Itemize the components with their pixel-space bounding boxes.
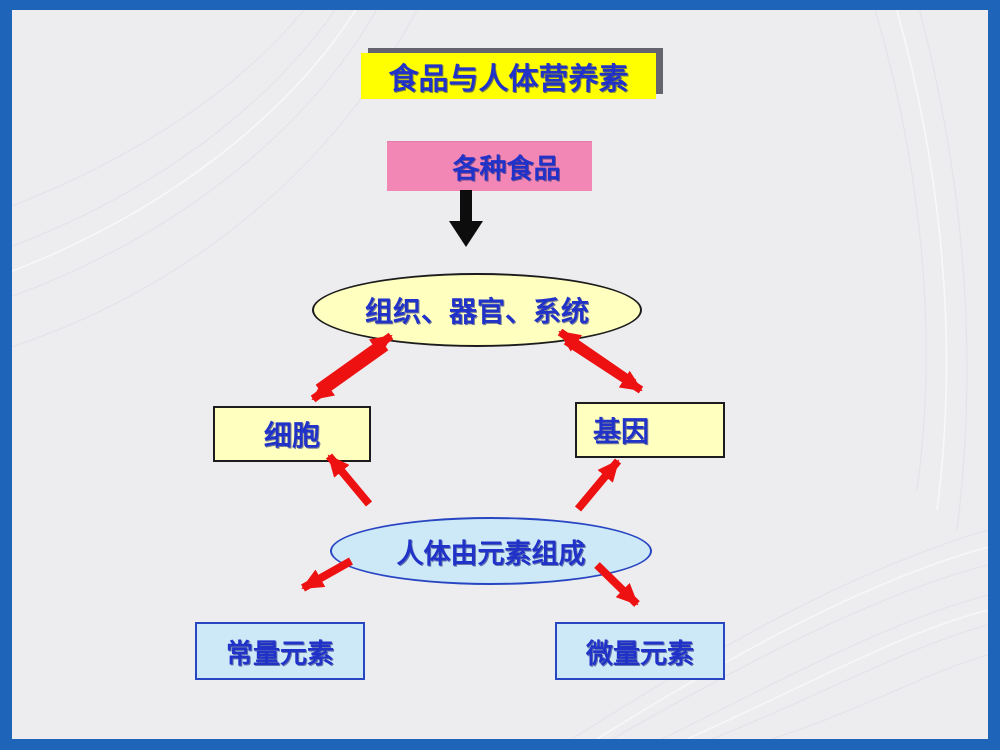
cell-node: 细胞 xyxy=(213,406,371,462)
trace-elements-node: 微量元素 xyxy=(555,622,725,680)
food-node: 各种食品 xyxy=(387,141,592,191)
body-elements-node: 人体由元素组成 xyxy=(330,517,652,585)
gene-node: 基因 xyxy=(575,402,725,458)
slide-canvas: 食品与人体营养素 各种食品 组织、器官、系统 细胞 基因 人体由元素组成 常量元… xyxy=(12,10,988,739)
background-texture xyxy=(12,10,988,739)
macro-elements-node: 常量元素 xyxy=(195,622,365,680)
slide-title: 食品与人体营养素 xyxy=(361,53,656,99)
tissue-organ-system-node: 组织、器官、系统 xyxy=(312,273,642,347)
